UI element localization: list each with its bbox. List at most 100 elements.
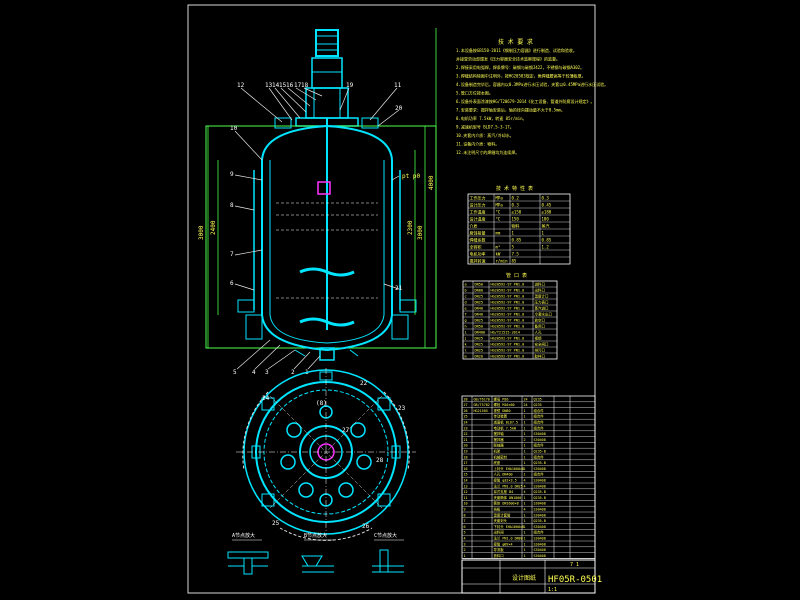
callout: 15: [279, 82, 287, 89]
nozzle-cell: DN80: [475, 289, 483, 293]
part-cell: HG21505: [474, 409, 488, 413]
part-cell: 搅拌轴: [494, 431, 505, 436]
dim-right-a: 2300: [407, 220, 414, 235]
part-cell: S30408: [534, 438, 546, 442]
part-cell: 5: [464, 531, 466, 535]
dim-left-overall: 3000: [198, 225, 205, 240]
part-cell: 1: [524, 502, 526, 506]
part-cell: S30408: [534, 548, 546, 552]
part-cell: 组合件: [534, 420, 545, 425]
part-cell: 挡板: [494, 507, 501, 512]
part-cell: 搅拌器: [494, 437, 505, 442]
part-cell: S30408: [534, 479, 546, 483]
thermowell: [317, 181, 331, 195]
part-cell: 24: [524, 403, 528, 407]
callout: 6: [230, 280, 234, 287]
part-cell: 1: [524, 426, 526, 430]
nozzle-cell: HG20592-97 PN1.0: [491, 355, 525, 359]
part-cell: 4: [524, 508, 526, 512]
part-cell: 4: [524, 484, 526, 488]
part-cell: 1: [524, 473, 526, 477]
spec-cell: 全容积: [470, 244, 482, 250]
part-cell: 4: [524, 490, 526, 494]
part-cell: 22: [464, 432, 468, 436]
nozzle-cell: l: [465, 349, 467, 353]
spec-cell: m³: [496, 245, 501, 250]
callout: 20: [395, 105, 403, 112]
spec-cell: 1.2: [542, 245, 550, 250]
nozzle-cell: DN400: [475, 331, 486, 335]
nozzle-cell: g: [465, 319, 467, 323]
part-cell: Q235: [534, 397, 542, 401]
part-cell: 人孔 DN400: [494, 472, 513, 477]
nozzle-cell: HG20592-97 PN1.0: [491, 295, 525, 299]
callout: 13: [265, 82, 273, 89]
nozzle-cell: HG20592-97 PN1.0: [491, 349, 525, 353]
part-cell: S30408: [534, 467, 546, 471]
callout-leaders: [234, 87, 400, 370]
sheet-label: 设计图纸: [512, 574, 536, 582]
spec-cell: 7.5: [512, 252, 520, 257]
part-cell: 放料口: [494, 553, 504, 558]
detail-views: A节点放大 B节点放大 C节点放大: [227, 532, 404, 575]
nozzle-cell: DN40: [475, 313, 483, 317]
callout: 5: [233, 369, 237, 376]
part-cell: 24: [524, 397, 528, 401]
part-cell: 螺母 M16: [494, 396, 509, 401]
spec-cell: 物料: [512, 223, 520, 229]
reducer: [311, 57, 343, 89]
part-cell: 接管 φ32×3.5: [494, 478, 517, 483]
spec-cell: 蒸汽: [542, 223, 550, 229]
part-cell: 1: [524, 537, 526, 541]
part-cell: Q235-B: [534, 450, 546, 454]
detail-b-label: B节点放大: [304, 532, 327, 539]
drawing-title: HF05R-0501: [548, 575, 602, 585]
callout: 14: [272, 82, 280, 89]
callout: 7: [230, 251, 234, 258]
part-cell: Q235-B: [534, 519, 546, 523]
part-cell: GB/T6170: [474, 397, 490, 401]
part-cell: 减速机 BLD7.5: [494, 420, 518, 425]
callout: 23: [398, 405, 406, 412]
part-cell: 1: [524, 519, 526, 523]
nozzle-table-header: 管 口 表: [506, 272, 527, 279]
part-cell: S30408: [534, 542, 546, 546]
part-cell: 4: [524, 479, 526, 483]
impeller-lower: [299, 317, 355, 327]
spec-cell: ≤180: [542, 210, 552, 215]
part-cell: 筒体 DN1600×8: [494, 501, 519, 506]
spec-cell: mm: [496, 231, 501, 236]
tech-note-line: 3.焊缝结构除图中注明外，按HG20583规定，角焊缝腰高等于较薄板厚。: [456, 73, 586, 79]
spec-cell: r/min: [496, 259, 509, 264]
part-cell: 导流板: [494, 547, 505, 552]
tech-note-line: 11.设备内介质：物料。: [456, 141, 499, 147]
callout: 2: [291, 369, 295, 376]
callout: 11: [394, 82, 402, 89]
nozzle-cell: 蒸汽进口: [535, 306, 549, 311]
nozzle-cell: DN25: [475, 343, 483, 347]
detail-b: B节点放大: [301, 532, 334, 573]
tech-note-line: 4.设备制造完毕后，容器内以0.3MPa进行水压试验，夹套以0.45MPa进行水…: [456, 81, 608, 87]
part-cell: 1: [464, 554, 466, 558]
part-cell: 机架: [494, 449, 501, 454]
part-cell: 夹套封头: [494, 518, 508, 523]
callout: 12: [237, 82, 245, 89]
nozzle-cell: DN25: [475, 337, 483, 341]
part-cell: 电动机 7.5kW: [494, 425, 517, 430]
plan-center-label: (8): [316, 400, 327, 407]
callout: 24: [262, 395, 270, 402]
part-cell: 1: [524, 548, 526, 552]
callout: 25: [272, 520, 280, 527]
callout: 27: [342, 427, 350, 434]
part-cell: 17: [464, 461, 468, 465]
nozzle-cell: b: [465, 289, 467, 293]
nozzle-cell: HG/T21515-2014: [491, 331, 521, 335]
part-cell: 1: [524, 421, 526, 425]
part-cell: 上封头 EHA1600×8: [494, 466, 525, 471]
nozzle-cell: 备用口: [535, 324, 546, 329]
nozzle-cell: j: [465, 337, 467, 341]
part-cell: S30408: [534, 502, 546, 506]
tech-note-line: 1.本设备按GB150-2011《钢制压力容器》进行制造、试验和验收。: [456, 47, 577, 53]
part-cell: 2: [464, 548, 466, 552]
nozzle-cell: DN40: [475, 307, 483, 311]
